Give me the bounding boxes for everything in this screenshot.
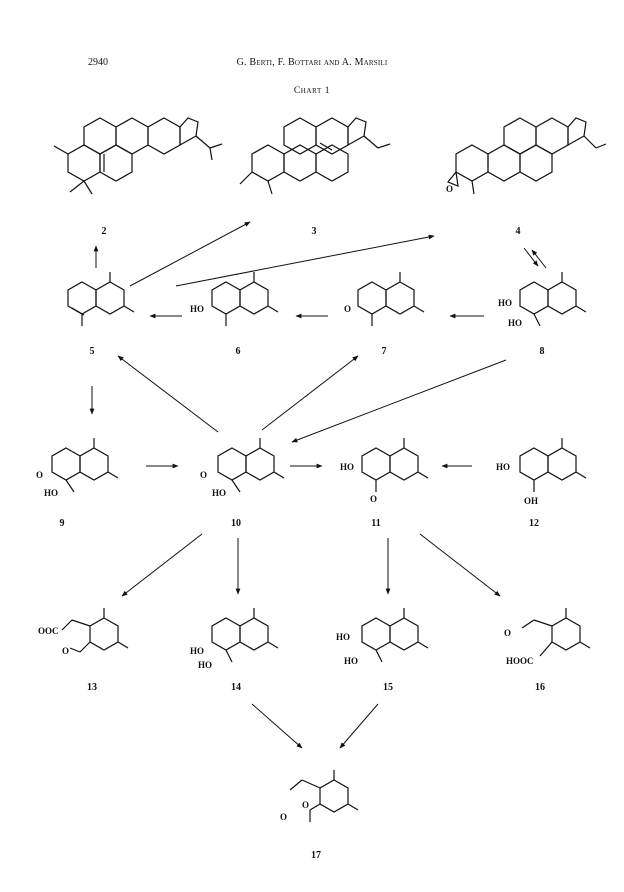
arrow-8-to-4 (531, 249, 547, 269)
structure-11 (361, 438, 429, 492)
structure-14 (211, 608, 279, 663)
structure-5 (67, 272, 135, 326)
label-ho-14b: HO (198, 660, 212, 670)
arrow-15-to-17 (339, 703, 379, 749)
compound-label-7: 7 (382, 346, 387, 357)
compound-label-2: 2 (102, 226, 107, 237)
label-ho-11: HO (340, 462, 354, 472)
label-epoxide-o-4: O (446, 184, 453, 194)
compound-label-9: 9 (60, 518, 65, 529)
structure-12 (519, 438, 587, 492)
chart-title: Chart 1 (293, 86, 331, 96)
structure-4 (447, 117, 607, 195)
compound-label-6: 6 (236, 346, 241, 357)
structure-17 (289, 770, 359, 822)
structure-16 (521, 608, 591, 657)
arrow-4-to-8 (523, 247, 539, 267)
structure-10 (217, 438, 285, 493)
arrow-10-to-7 (261, 355, 359, 431)
compound-label-14: 14 (231, 682, 241, 693)
label-ho-8a: HO (498, 298, 512, 308)
structure-9 (51, 438, 119, 493)
compound-label-4: 4 (516, 226, 521, 237)
arrow-6-to-4 (175, 234, 435, 287)
structure-3 (239, 117, 391, 195)
label-o-9: O (36, 470, 43, 480)
label-ooc-13: OOC (38, 626, 59, 636)
arrow-5-to-3 (129, 221, 251, 287)
running-head-authors: G. Berti, F. Bottari and A. Marsili (236, 57, 388, 68)
page-number: 2940 (88, 57, 108, 68)
compound-label-17: 17 (311, 850, 321, 861)
arrow-14-to-17 (251, 703, 303, 749)
label-ho-9: HO (44, 488, 58, 498)
compound-label-10: 10 (231, 518, 241, 529)
compound-label-8: 8 (540, 346, 545, 357)
label-o-16: O (504, 628, 511, 638)
compound-label-15: 15 (383, 682, 393, 693)
label-ho-8b: HO (508, 318, 522, 328)
structure-8 (519, 272, 587, 327)
label-ketone-o-7: O (344, 304, 351, 314)
compound-label-3: 3 (312, 226, 317, 237)
label-ho-12: HO (496, 462, 510, 472)
structure-6 (211, 272, 279, 326)
label-ho-6: HO (190, 304, 204, 314)
label-ketone-o-11: O (370, 494, 377, 504)
arrow-10-to-5 (117, 355, 219, 433)
label-oh-12: OH (524, 496, 538, 506)
label-ho-14a: HO (190, 646, 204, 656)
label-ketone-o-10: O (200, 470, 207, 480)
label-ho-15b: HO (344, 656, 358, 666)
compound-label-13: 13 (87, 682, 97, 693)
arrow-11-to-16 (419, 533, 501, 597)
label-o-17a: O (280, 812, 287, 822)
structure-2 (53, 117, 223, 195)
compound-label-11: 11 (371, 518, 380, 529)
arrow-10-to-13 (121, 533, 203, 597)
compound-label-12: 12 (529, 518, 539, 529)
label-hooc-16: HOOC (506, 656, 534, 666)
compound-label-5: 5 (90, 346, 95, 357)
label-o-17b: O (302, 800, 309, 810)
label-ho-10: HO (212, 488, 226, 498)
structure-15 (361, 608, 429, 663)
compound-label-16: 16 (535, 682, 545, 693)
structure-13 (61, 608, 129, 653)
label-o-13: O (62, 646, 69, 656)
label-ho-15a: HO (336, 632, 350, 642)
structure-7 (357, 272, 425, 326)
arrow-8-to-10 (291, 359, 507, 443)
